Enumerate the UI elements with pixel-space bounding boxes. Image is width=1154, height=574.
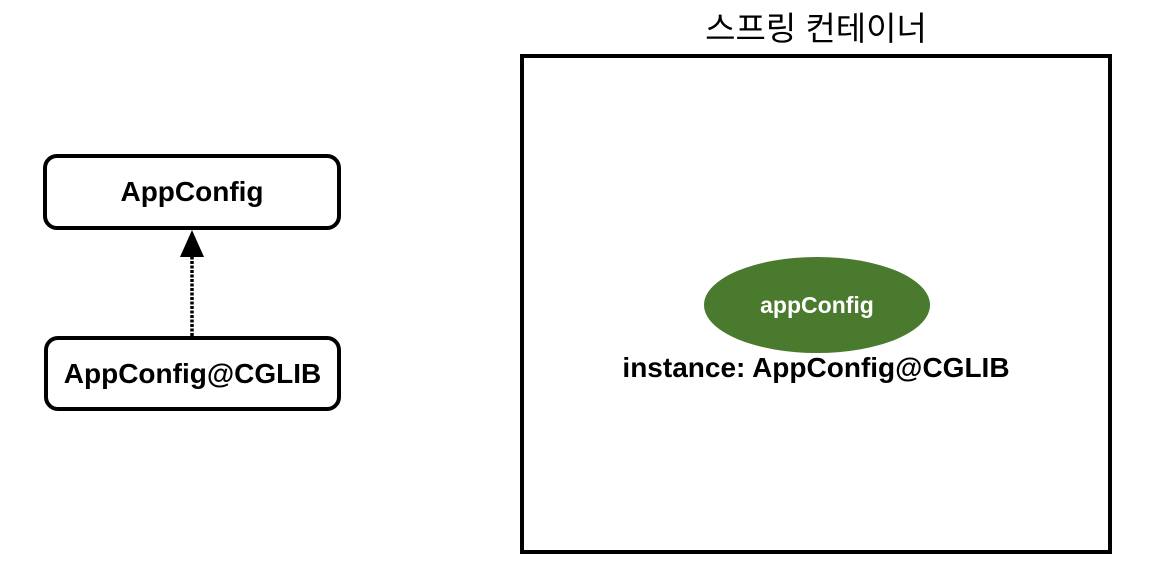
spring-container-title: 스프링 컨테이너: [705, 10, 927, 47]
appconfig-class-box: AppConfig: [43, 154, 341, 230]
extends-arrow-icon: [180, 230, 204, 336]
appconfig-bean-ellipse: appConfig: [704, 257, 930, 353]
instance-label: instance: AppConfig@CGLIB: [622, 352, 1010, 383]
appconfig-cglib-class-box: AppConfig@CGLIB: [44, 336, 341, 411]
appconfig-cglib-class-label: AppConfig@CGLIB: [63, 357, 322, 389]
appconfig-bean-label: appConfig: [760, 291, 874, 318]
appconfig-class-label: AppConfig: [120, 176, 264, 207]
